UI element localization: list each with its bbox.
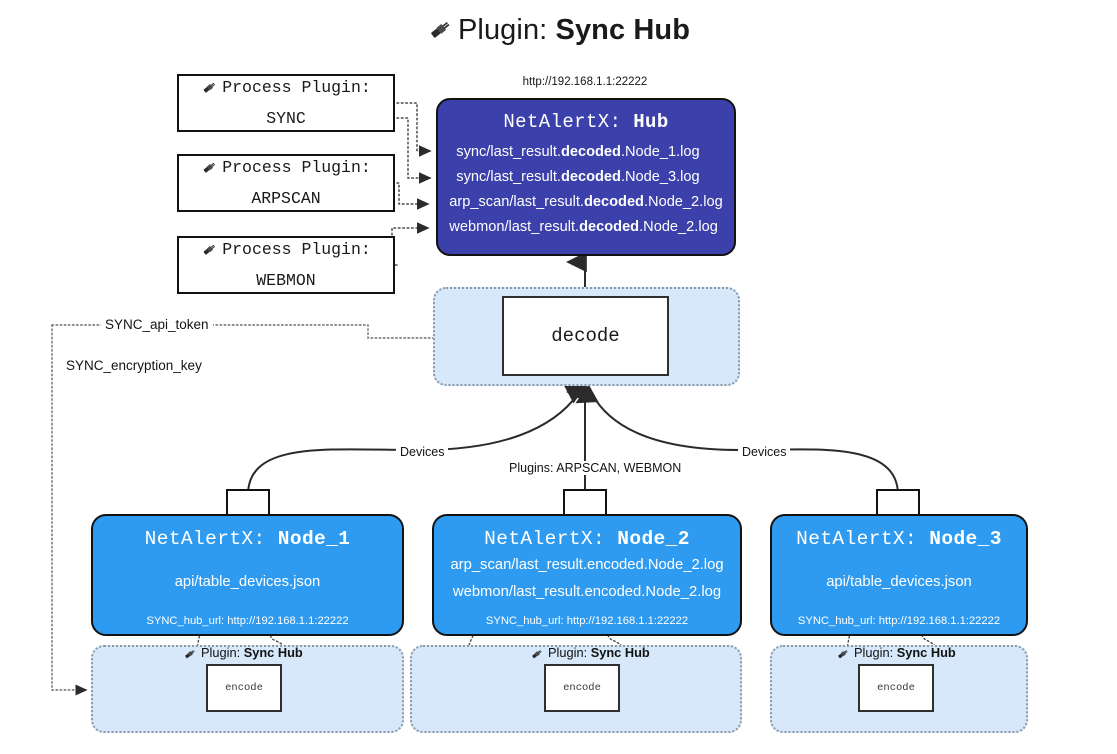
process-plugin-arpscan[interactable]: Process Plugin: ARPSCAN: [177, 154, 395, 212]
node-footer: SYNC_hub_url: http://192.168.1.1:22222: [797, 615, 1001, 627]
hub-log-line: arp_scan/last_result.decoded.Node_2.log: [449, 194, 723, 210]
node-title: NetAlertX: Node_2: [484, 528, 690, 550]
encode-plugin-label-2: Plugin: Sync Hub: [530, 645, 650, 664]
process-plugin-name: WEBMON: [256, 271, 316, 290]
process-plugin-label: Process Plugin:: [201, 236, 371, 267]
node-line: arp_scan/last_result.encoded.Node_2.log: [450, 557, 724, 573]
node-box-3[interactable]: NetAlertX: Node_3 api/table_devices.json…: [770, 514, 1028, 636]
process-plugin-sync[interactable]: Process Plugin: SYNC: [177, 74, 395, 132]
title-label: Plugin:: [457, 14, 548, 46]
encode-box-3[interactable]: encode: [858, 664, 934, 712]
plug-icon: [201, 158, 218, 185]
plug-icon: [530, 647, 544, 664]
hub-log-line: sync/last_result.decoded.Node_3.log: [456, 169, 700, 185]
hub-title: NetAlertX: Hub: [503, 111, 668, 133]
process-plugin-name: ARPSCAN: [251, 189, 321, 208]
node-title: NetAlertX: Node_1: [144, 528, 351, 550]
process-plugin-title: Process Plugin:: [222, 240, 371, 259]
hub-title-prefix: NetAlertX:: [503, 111, 622, 133]
process-plugin-name: SYNC: [266, 109, 306, 128]
node-box-2[interactable]: NetAlertX: Node_2 arp_scan/last_result.e…: [432, 514, 742, 636]
hub-log-line: webmon/last_result.decoded.Node_2.log: [449, 219, 718, 235]
decode-box[interactable]: decode: [502, 296, 669, 376]
plug-icon: [183, 647, 197, 664]
encode-box-2[interactable]: encode: [544, 664, 620, 712]
hub-log-line: sync/last_result.decoded.Node_1.log: [456, 144, 700, 160]
encode-box-1[interactable]: encode: [206, 664, 282, 712]
title-name: Sync Hub: [555, 14, 691, 46]
edge-label-devices-right: Devices: [738, 445, 791, 459]
node-title: NetAlertX: Node_3: [796, 528, 1002, 550]
node-footer: SYNC_hub_url: http://192.168.1.1:22222: [485, 615, 689, 627]
hub-title-name: Hub: [633, 111, 669, 133]
plug-icon: [836, 647, 850, 664]
sync-encryption-key-label: SYNC_encryption_key: [62, 358, 206, 373]
hub-box[interactable]: NetAlertX: Hub sync/last_result.decoded.…: [436, 98, 736, 256]
process-plugin-title: Process Plugin:: [222, 78, 371, 97]
encode-band-3: [770, 645, 1028, 733]
page-title: Plugin: Sync Hub: [0, 14, 1117, 51]
edge-label-devices-left: Devices: [396, 445, 449, 459]
node-line: api/table_devices.json: [826, 574, 972, 590]
node-line: api/table_devices.json: [174, 574, 321, 590]
node-line: webmon/last_result.encoded.Node_2.log: [452, 584, 722, 600]
process-plugin-label: Process Plugin:: [201, 154, 371, 185]
edge-label-plugins: Plugins: ARPSCAN, WEBMON: [505, 461, 686, 475]
sync-api-token-label: SYNC_api_token: [101, 317, 213, 332]
hub-url: http://192.168.1.1:22222: [522, 76, 648, 88]
node-box-1[interactable]: NetAlertX: Node_1 api/table_devices.json…: [91, 514, 404, 636]
encode-plugin-label-3: Plugin: Sync Hub: [836, 645, 956, 664]
encode-plugin-label-1: Plugin: Sync Hub: [183, 645, 303, 664]
plug-icon: [427, 16, 454, 51]
plug-icon: [201, 78, 218, 105]
process-plugin-title: Process Plugin:: [222, 158, 371, 177]
process-plugin-label: Process Plugin:: [201, 74, 371, 105]
plug-icon: [201, 240, 218, 267]
node-footer: SYNC_hub_url: http://192.168.1.1:22222: [146, 615, 349, 627]
process-plugin-webmon[interactable]: Process Plugin: WEBMON: [177, 236, 395, 294]
